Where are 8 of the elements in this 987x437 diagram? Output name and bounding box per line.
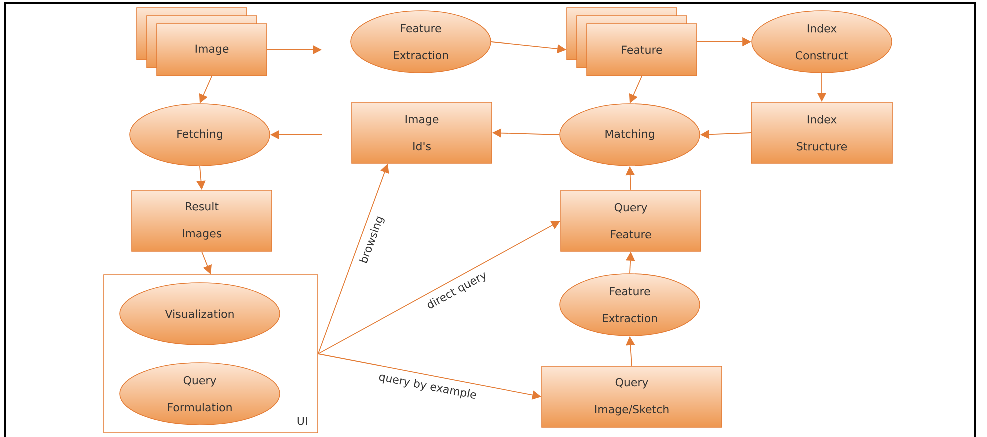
stacked-box: Image (136, 8, 268, 76)
process-box: Result Images (132, 190, 272, 252)
edge-label: query by example (376, 371, 479, 403)
process-box: Index Structure (751, 102, 893, 164)
process-box: Query Feature (560, 190, 702, 252)
process-box: Query Image/Sketch (542, 366, 722, 428)
stacked-box: Feature (566, 8, 698, 76)
process-box: Image Id's (352, 102, 492, 164)
